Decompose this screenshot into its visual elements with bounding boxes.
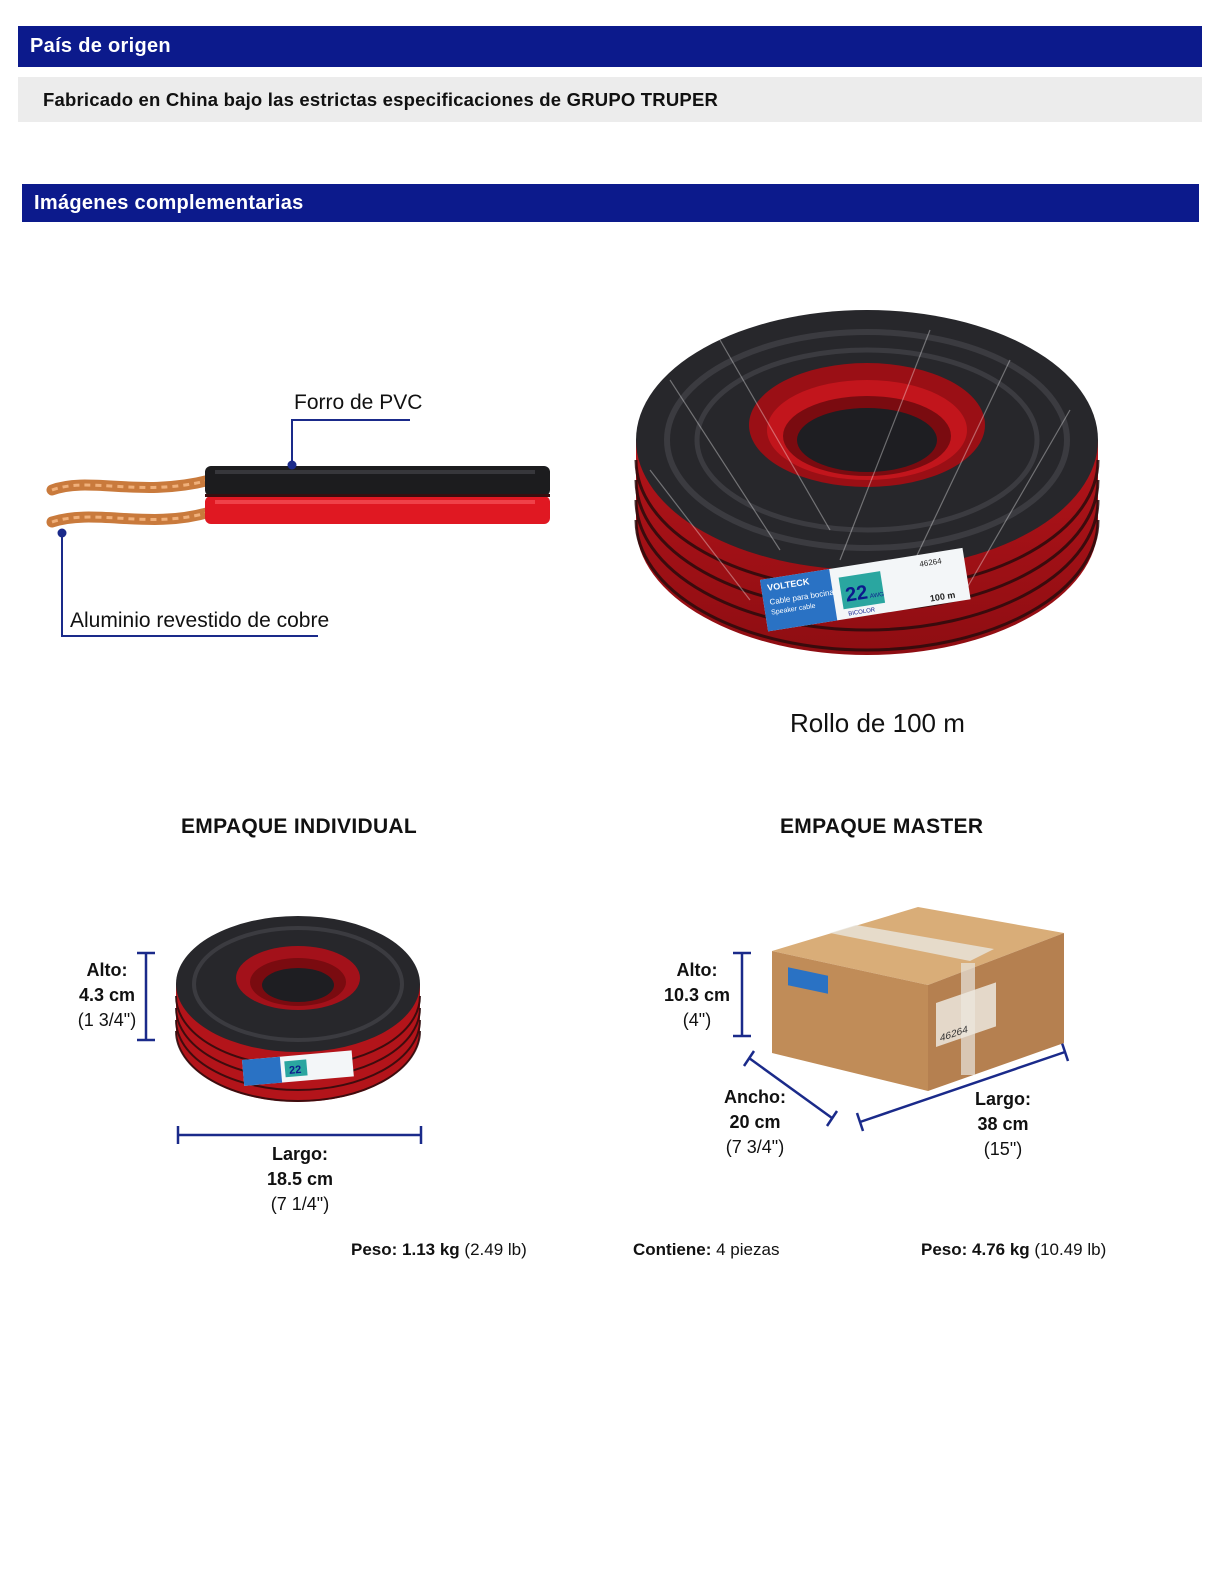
individual-package-title: EMPAQUE INDIVIDUAL — [181, 815, 418, 838]
master-box-image: 46264 — [772, 907, 1064, 1091]
master-package-title: EMPAQUE MASTER — [780, 815, 984, 838]
master-box-label: 46264 — [936, 982, 996, 1047]
cable-illustration — [46, 419, 550, 637]
images-section-header: Imágenes complementarias — [22, 184, 1199, 222]
images-section-title: Imágenes complementarias — [34, 191, 304, 214]
individual-weight-label: Peso: — [351, 1240, 398, 1259]
origin-text: Fabricado en China bajo las estrictas es… — [43, 88, 719, 110]
individual-height-dimension: Alto: 4.3 cm (1 3/4") — [64, 958, 150, 1033]
master-length-label: Largo: — [975, 1089, 1031, 1109]
roll-label-code: 46264 — [919, 556, 943, 568]
individual-length-cm: 18.5 cm — [266, 1169, 334, 1189]
individual-length-label: Largo: — [272, 1144, 328, 1164]
master-length-dimension: Largo: 38 cm (15") — [958, 1087, 1048, 1162]
master-width-line — [748, 1056, 833, 1120]
master-height-in: (4") — [682, 1010, 712, 1030]
individual-height-label: Alto: — [86, 960, 128, 980]
pvc-callout-line — [291, 419, 410, 463]
individual-length-dimension: Largo: 18.5 cm (7 1/4") — [250, 1142, 350, 1217]
individual-height-in: (1 3/4") — [77, 1010, 137, 1030]
master-width-cm: 20 cm — [729, 1112, 781, 1132]
roll-caption: Rollo de 100 m — [790, 708, 965, 738]
individual-roll-label: 22 — [241, 1050, 354, 1086]
master-length-line — [859, 1050, 1066, 1124]
master-contains: Contiene: 4 piezas — [633, 1240, 779, 1260]
roll-product-label: VOLTECK Cable para bocina Speaker cable … — [760, 547, 971, 632]
pvc-callout-dot — [287, 460, 297, 470]
master-weight-kg: 4.76 kg — [972, 1240, 1030, 1259]
master-length-cm: 38 cm — [977, 1114, 1029, 1134]
core-callout-label: Aluminio revestido de cobre — [70, 609, 330, 632]
cable-roll-image: VOLTECK Cable para bocina Speaker cable … — [634, 310, 1100, 655]
individual-roll-gauge: 22 — [289, 1064, 302, 1077]
master-width-in: (7 3/4") — [725, 1137, 785, 1157]
master-weight: Peso: 4.76 kg (10.49 lb) — [921, 1240, 1106, 1260]
core-callout-line — [61, 530, 318, 637]
master-contains-value: 4 piezas — [716, 1240, 780, 1259]
master-weight-lb: (10.49 lb) — [1034, 1240, 1107, 1259]
roll-label-gauge-unit: AWG — [870, 592, 885, 600]
master-width-dimension: Ancho: 20 cm (7 3/4") — [710, 1085, 800, 1160]
roll-label-gauge: 22 — [844, 581, 869, 606]
individual-weight-lb: (2.49 lb) — [464, 1240, 527, 1259]
master-height-label: Alto: — [676, 960, 718, 980]
individual-length-in: (7 1/4") — [270, 1194, 330, 1214]
pvc-jacket-image — [205, 466, 550, 524]
pvc-callout-label: Forro de PVC — [294, 391, 423, 414]
master-height-dimension: Alto: 10.3 cm (4") — [652, 958, 742, 1033]
master-height-cm: 10.3 cm — [663, 985, 731, 1005]
individual-weight: Peso: 1.13 kg (2.49 lb) — [351, 1240, 527, 1260]
roll-label-length: 100 m — [929, 590, 956, 604]
master-weight-label: Peso: — [921, 1240, 968, 1259]
master-contains-label: Contiene: — [633, 1240, 712, 1259]
roll-label-color: BICOLOR — [848, 607, 876, 617]
master-length-in: (15") — [983, 1139, 1023, 1159]
master-width-label: Ancho: — [724, 1087, 786, 1107]
individual-height-cm: 4.3 cm — [78, 985, 136, 1005]
origin-section-header: País de origen — [18, 26, 1202, 67]
individual-roll-image: 22 — [175, 916, 421, 1102]
origin-section-title: País de origen — [30, 35, 171, 57]
copper-strands-image — [46, 474, 216, 528]
individual-weight-kg: 1.13 kg — [402, 1240, 460, 1259]
origin-text-box: Fabricado en China bajo las estrictas es… — [18, 77, 1202, 122]
core-callout-dot — [57, 528, 67, 538]
